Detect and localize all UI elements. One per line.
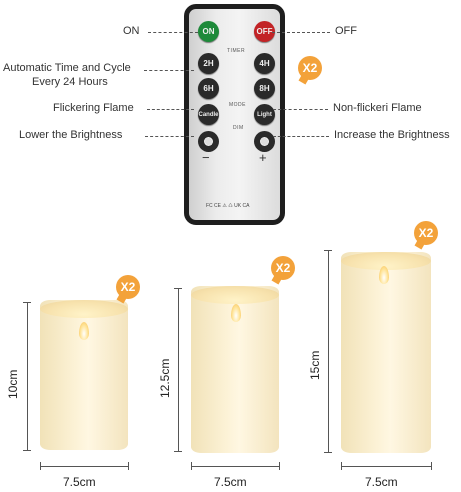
candle-small-width: 7.5cm [63, 475, 96, 489]
timer-8h-label: 8H [259, 84, 270, 93]
candle-large [341, 252, 431, 453]
light-mode-button[interactable]: Light [254, 104, 275, 125]
dim-tick [324, 250, 332, 251]
lower-brightness-callout: Lower the Brightness [19, 129, 123, 141]
timer-label: TIMER [227, 48, 246, 54]
dim-down-button[interactable] [198, 131, 219, 152]
dim-tick [324, 452, 332, 453]
candle-small-height: 10cm [6, 369, 20, 399]
off-leader-line [272, 32, 330, 33]
dim-tick [40, 462, 41, 470]
candle-mode-button[interactable]: Candle [198, 104, 219, 125]
lower-leader-line [145, 136, 194, 137]
candle-medium-height: 12.5cm [158, 358, 172, 398]
candle-large-height-line [328, 250, 329, 452]
candle-mode-label: Candle [198, 111, 219, 118]
on-button-label: ON [202, 27, 215, 36]
candle-medium-width: 7.5cm [214, 475, 247, 489]
candle-top [341, 252, 431, 270]
timer-leader-line [144, 70, 194, 71]
candle-large-x2-text: X2 [418, 226, 434, 240]
flicker-leader-line [147, 109, 194, 110]
dim-tick [128, 462, 129, 470]
timer-2h-label: 2H [203, 59, 214, 68]
candle-small [40, 300, 128, 450]
flame-icon [379, 266, 389, 284]
candle-large-width: 7.5cm [365, 475, 398, 489]
flicker-callout: Flickering Flame [53, 102, 134, 114]
dim-tick [431, 462, 432, 470]
timer-8h-button[interactable]: 8H [254, 78, 275, 99]
dim-tick [341, 462, 342, 470]
dim-tick [23, 302, 31, 303]
mode-label: MODE [229, 102, 246, 108]
candle-top [191, 286, 279, 304]
non-flicker-leader-line [273, 109, 328, 110]
candle-large-height: 15cm [308, 350, 322, 380]
candle-medium-height-line [178, 288, 179, 451]
plus-icon: + [259, 150, 267, 165]
auto-timer-callout-line2: Every 24 Hours [32, 76, 108, 88]
on-button[interactable]: ON [198, 21, 219, 42]
dim-tick [23, 450, 31, 451]
non-flicker-callout: Non-flickeri Flame [333, 102, 422, 114]
certification-marks: FC CE ⚠ ♺ UK CA [206, 203, 250, 209]
flame-icon [231, 304, 241, 322]
candle-small-x2-text: X2 [120, 280, 136, 294]
candle-medium [191, 286, 279, 453]
dim-up-button[interactable] [254, 131, 275, 152]
timer-2h-button[interactable]: 2H [198, 53, 219, 74]
remote-control: ON OFF TIMER 2H 4H 6H 8H MODE Candle Lig… [184, 4, 285, 225]
timer-4h-label: 4H [259, 59, 270, 68]
timer-6h-label: 6H [203, 84, 214, 93]
dim-label: DIM [233, 125, 244, 131]
minus-icon: − [202, 150, 210, 165]
off-callout: OFF [335, 25, 357, 37]
dim-tick [279, 462, 280, 470]
remote-x2-badge: X2 [298, 56, 322, 80]
off-button-label: OFF [256, 27, 273, 36]
candle-small-height-line [27, 302, 28, 450]
dim-tick [174, 451, 182, 452]
candle-top [40, 300, 128, 318]
candle-medium-x2-badge: X2 [271, 256, 295, 280]
candle-small-width-line [40, 466, 128, 467]
off-button[interactable]: OFF [254, 21, 275, 42]
timer-6h-button[interactable]: 6H [198, 78, 219, 99]
auto-timer-callout-line1: Automatic Time and Cycle [3, 62, 131, 74]
candle-small-x2-badge: X2 [116, 275, 140, 299]
increase-brightness-callout: Increase the Brightness [334, 129, 450, 141]
candle-large-width-line [341, 466, 431, 467]
light-mode-label: Light [257, 111, 272, 118]
candle-medium-x2-text: X2 [275, 261, 291, 275]
on-leader-line [148, 32, 198, 33]
dim-tick [191, 462, 192, 470]
on-callout: ON [123, 25, 140, 37]
remote-x2-text: X2 [302, 61, 318, 75]
dim-tick [174, 288, 182, 289]
candle-medium-width-line [191, 466, 279, 467]
timer-4h-button[interactable]: 4H [254, 53, 275, 74]
increase-leader-line [273, 136, 329, 137]
flame-icon [79, 322, 89, 340]
candle-large-x2-badge: X2 [414, 221, 438, 245]
